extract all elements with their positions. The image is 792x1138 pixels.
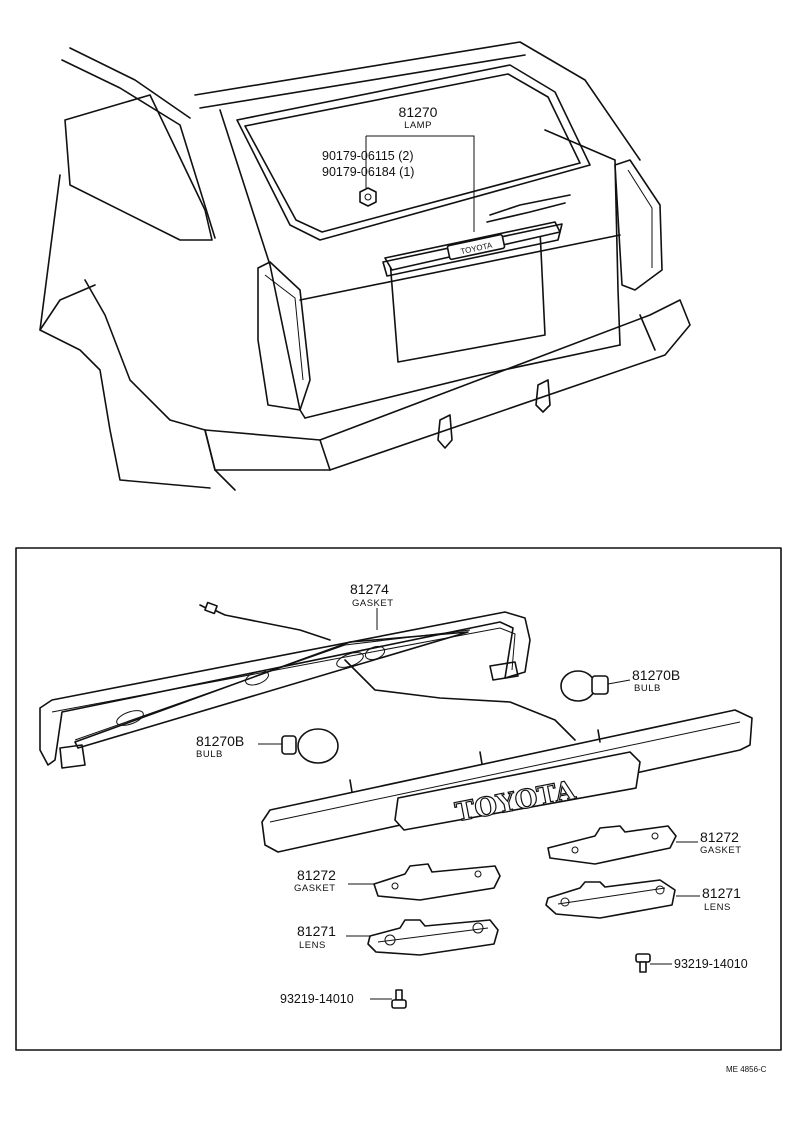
diagram-reference: ME 4856-C (726, 1065, 767, 1074)
bulb-right-icon (560, 670, 609, 702)
gasket-right (547, 825, 677, 865)
gasket-left (373, 863, 501, 901)
gasket-main-part-name: GASKET (352, 598, 394, 609)
lens-left-part-number: 81271 (297, 923, 336, 939)
gasket-main-part-number: 81274 (350, 581, 389, 597)
bulb-left-part-name: BULB (196, 749, 223, 760)
lens-left (367, 919, 499, 956)
screw-right-icon (635, 953, 651, 973)
lamp-housing: TOYOTA (261, 709, 753, 853)
nut-part-number-2: 90179-06184 (1) (322, 165, 414, 179)
lens-left-part-name: LENS (299, 940, 326, 951)
screw-left-part-number: 93219-14010 (280, 992, 354, 1006)
screw-left-icon (391, 989, 407, 1009)
nut-icon (359, 187, 377, 207)
gasket-left-part-name: GASKET (294, 883, 336, 894)
main-gasket (39, 611, 531, 769)
lens-right (545, 879, 676, 919)
vehicle-rear-view: TOYOTA (39, 41, 691, 491)
bulb-right-part-name: BULB (634, 683, 661, 694)
lamp-part-name: LAMP (404, 120, 432, 131)
screw-right-part-number: 93219-14010 (674, 957, 748, 971)
nut-part-number-1: 90179-06115 (2) (322, 149, 414, 163)
gasket-right-part-number: 81272 (700, 829, 739, 845)
detail-frame (15, 547, 782, 1051)
lens-right-part-number: 81271 (702, 885, 741, 901)
bulb-left-part-number: 81270B (196, 733, 244, 749)
wire-harness (199, 601, 576, 741)
gasket-left-part-number: 81272 (297, 867, 336, 883)
lens-right-part-name: LENS (704, 902, 731, 913)
gasket-right-part-name: GASKET (700, 845, 742, 856)
lamp-part-number: 81270 (399, 104, 438, 120)
bulb-right-part-number: 81270B (632, 667, 680, 683)
bulb-left-icon (281, 728, 339, 764)
